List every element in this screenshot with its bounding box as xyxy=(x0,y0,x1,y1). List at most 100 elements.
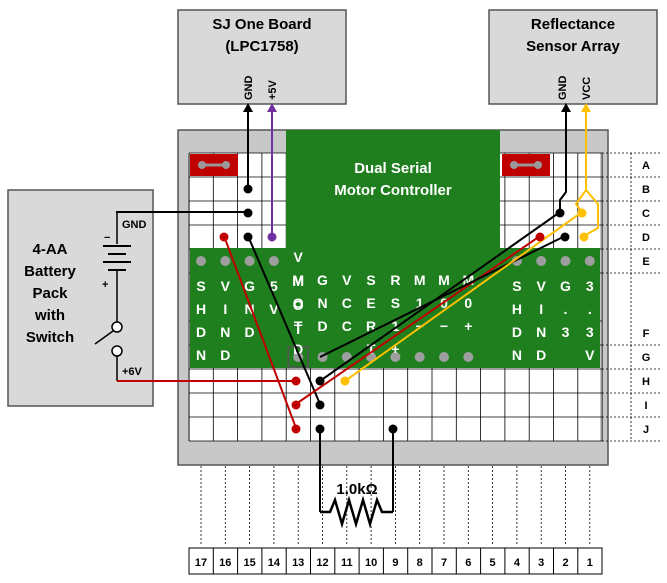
wire-black-d2 xyxy=(319,235,566,358)
pin-label-left: I xyxy=(223,301,227,317)
pin-label-left: H xyxy=(196,301,206,317)
column-label-10: 10 xyxy=(365,557,377,569)
pin-label-center: M xyxy=(462,272,474,288)
pin-label-right: 3 xyxy=(586,324,594,340)
pin-label-center: M xyxy=(414,272,426,288)
column-label-15: 15 xyxy=(243,557,255,569)
pin-label-center: G xyxy=(317,272,328,288)
column-label-6: 6 xyxy=(465,557,471,569)
pin-label-right: S xyxy=(512,278,521,294)
column-label-14: 14 xyxy=(268,557,281,569)
pin-label-center: R xyxy=(366,318,376,334)
sj-5v-label: +5V xyxy=(267,79,279,100)
row-label-F: F xyxy=(643,328,650,340)
column-label-11: 11 xyxy=(341,557,353,569)
battery-line-5: Switch xyxy=(26,329,74,346)
pin-label-right: 3 xyxy=(562,324,570,340)
pin-label-center: + xyxy=(391,341,399,357)
row-label-E: E xyxy=(642,256,649,268)
pin-label-left: V xyxy=(221,278,231,294)
wire-black-d15 xyxy=(247,235,321,405)
pin-label-center: M xyxy=(292,272,304,288)
switch-lever xyxy=(94,330,114,345)
battery-line-1: 4-AA xyxy=(32,241,67,258)
resistor-label: 1.0kΩ xyxy=(336,481,377,498)
wire-red-d16 xyxy=(223,235,297,429)
pin-label-vmot: M xyxy=(292,273,304,289)
pin-label-center: T xyxy=(367,341,376,357)
connection-dot xyxy=(219,232,229,242)
row-label-D: D xyxy=(642,232,650,244)
pin-label-right: 3 xyxy=(586,278,594,294)
pad-left-2 xyxy=(244,256,255,266)
pad-center-10 xyxy=(439,352,449,362)
pin-label-center: C xyxy=(342,318,352,334)
connection-dot xyxy=(577,208,587,218)
sensor-title: Reflectance xyxy=(531,16,615,33)
sensor-gnd-label: GND xyxy=(557,76,569,101)
pin-label-center: T xyxy=(294,318,303,334)
row-label-C: C xyxy=(642,208,650,220)
battery-minus: − xyxy=(104,232,110,244)
battery-6v-label: +6V xyxy=(122,366,143,378)
switch-contact-bottom xyxy=(111,345,123,357)
motor-controller-top xyxy=(286,130,500,248)
battery-pack-box: 4-AA Battery Pack with Switch − + GND +6… xyxy=(7,189,154,407)
row-label-J: J xyxy=(643,424,649,436)
wire-sensor-vcc xyxy=(583,105,599,237)
mc-title-2: Motor Controller xyxy=(334,182,452,199)
pin-label-right: I xyxy=(539,301,543,317)
pin-label-left: D xyxy=(245,324,255,340)
pin-label-vmot: T xyxy=(294,321,303,337)
resistor-zigzag xyxy=(320,495,393,529)
column-label-8: 8 xyxy=(417,557,423,569)
connection-dots xyxy=(219,184,589,434)
jumper-left xyxy=(190,154,238,176)
sj-one-title: SJ One Board xyxy=(212,16,311,33)
pin-label-vmot: V xyxy=(294,249,304,265)
connection-dot xyxy=(243,232,253,242)
connection-dot xyxy=(555,208,565,218)
pin-label-right: H xyxy=(512,301,522,317)
pin-label-left: D xyxy=(196,324,206,340)
sensor-vcc-label: VCC xyxy=(581,77,593,100)
row-label-B: B xyxy=(642,184,650,196)
arrow-sj-5v xyxy=(267,103,277,112)
column-label-12: 12 xyxy=(316,557,328,569)
pad-right-14 xyxy=(536,256,547,266)
pin-label-center: − xyxy=(440,318,448,334)
pad-right-15 xyxy=(560,256,571,266)
pin-label-right: N xyxy=(536,324,546,340)
row-label-H: H xyxy=(642,376,650,388)
sj-gnd-label: GND xyxy=(243,76,255,101)
connection-dot xyxy=(291,376,301,386)
pin-label-right: V xyxy=(537,278,547,294)
sj-one-subtitle: (LPC1758) xyxy=(225,38,298,55)
pin-label-center: E xyxy=(366,295,375,311)
pad-center-8 xyxy=(390,352,401,362)
pad-center-11 xyxy=(463,352,474,362)
controller-pads xyxy=(196,256,595,368)
connection-dot xyxy=(243,208,253,218)
connection-dot xyxy=(291,400,301,410)
pin-label-center: D xyxy=(317,318,327,334)
connection-dot xyxy=(267,232,277,242)
pin-label-center: D xyxy=(293,341,303,357)
column-label-1: 1 xyxy=(587,557,593,569)
jumper-right xyxy=(502,154,550,176)
battery-plus: + xyxy=(102,279,108,291)
pin-label-right: . xyxy=(564,301,568,317)
sensor-subtitle: Sensor Array xyxy=(526,38,620,55)
motor-controller-body xyxy=(190,248,600,368)
wire-battery-gnd xyxy=(116,211,248,213)
pin-label-left: S xyxy=(196,278,205,294)
pin-label-center: C xyxy=(342,295,352,311)
pad-left-3 xyxy=(268,256,279,266)
arrow-sensor-vcc xyxy=(581,103,591,112)
column-label-3: 3 xyxy=(538,557,544,569)
row-label-A: A xyxy=(642,160,650,172)
pin-label-left: V xyxy=(269,301,279,317)
pad-center-9 xyxy=(414,352,425,362)
pin-label-center: 1 xyxy=(416,295,424,311)
